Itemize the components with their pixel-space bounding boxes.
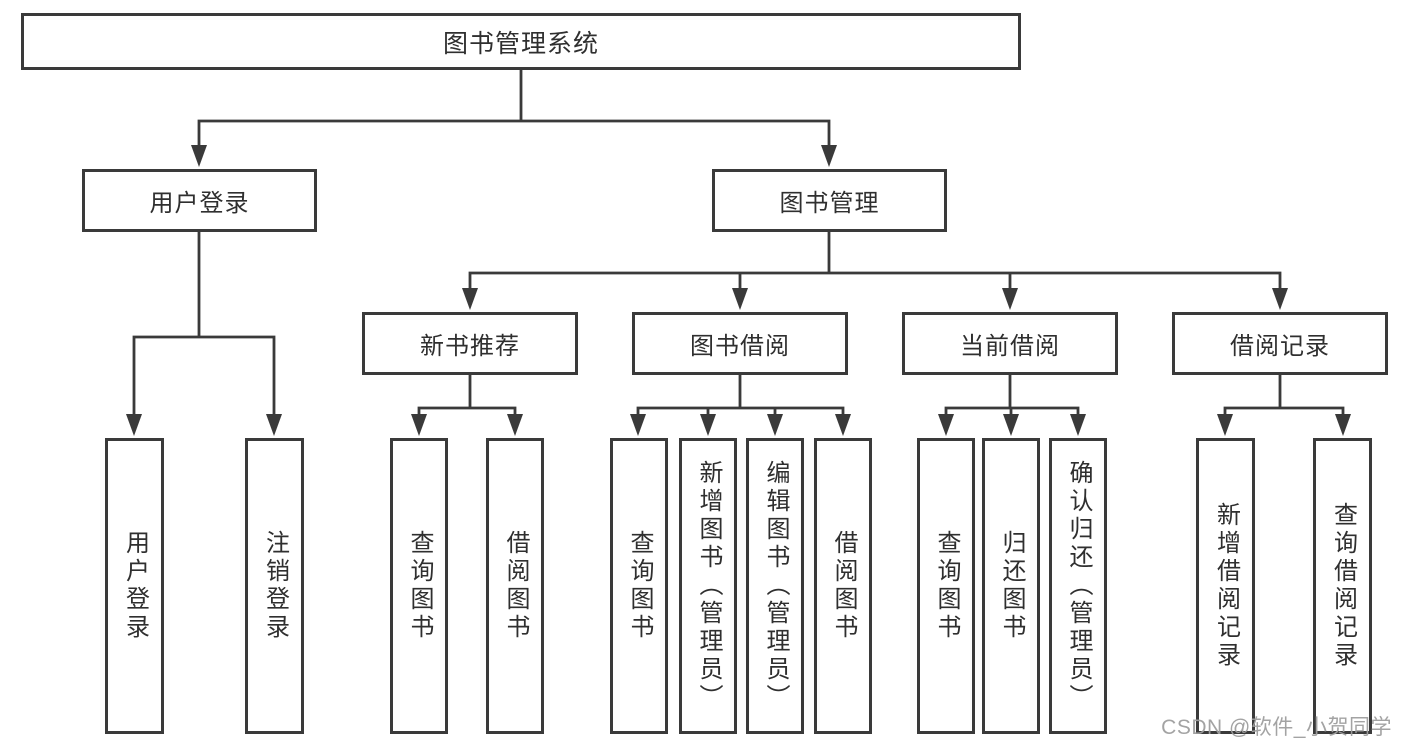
node-root-label: 图书管理系统	[442, 29, 599, 58]
arrowheads	[126, 145, 1351, 436]
node-new-book-rec: 新书推荐	[362, 312, 578, 375]
csdn-watermark: CSDN @软件_小贺同学	[1161, 716, 1392, 739]
leaf-confirm-return-label: 确认归还（管理员）	[1065, 460, 1092, 712]
node-book-borrow: 图书借阅	[632, 312, 848, 375]
leaf-edit-book-label: 编辑图书（管理员）	[762, 460, 789, 712]
node-current-borrow-label: 当前借阅	[960, 333, 1060, 360]
connector-user-login-to-leaves	[132, 230, 276, 419]
node-user-login-label: 用户登录	[149, 190, 250, 217]
leaf-add-book: 新增图书（管理员）	[679, 438, 737, 734]
leaf-borrow-book-label: 借阅图书	[830, 530, 857, 642]
node-borrow-records-label: 借阅记录	[1230, 333, 1330, 360]
connector-book-borrow-to-leaves	[636, 373, 845, 419]
leaf-query-book-borrow-label: 查询图书	[626, 530, 653, 642]
leaf-return-book-label: 归还图书	[998, 530, 1025, 642]
leaf-add-book-label: 新增图书（管理员）	[695, 460, 722, 712]
leaf-user-login-label: 用户登录	[121, 530, 149, 642]
connector-current-borrow-to-leaves	[944, 373, 1080, 419]
node-borrow-records: 借阅记录	[1172, 312, 1388, 375]
connector-root-to-level2	[197, 68, 831, 150]
leaf-confirm-return: 确认归还（管理员）	[1049, 438, 1107, 734]
leaf-borrow-book-rec-label: 借阅图书	[502, 530, 529, 642]
leaf-query-book-rec-label: 查询图书	[406, 530, 433, 642]
connector-book-mgmt-to-level3	[468, 230, 1282, 293]
leaf-query-book-current-label: 查询图书	[933, 530, 960, 642]
connector-new-book-rec-to-leaves	[417, 373, 517, 419]
leaf-query-borrow-record-label: 查询借阅记录	[1329, 502, 1357, 670]
leaf-borrow-book: 借阅图书	[814, 438, 872, 734]
leaf-query-book-borrow: 查询图书	[610, 438, 668, 734]
node-book-mgmt: 图书管理	[712, 169, 947, 232]
leaf-query-book-current: 查询图书	[917, 438, 975, 734]
leaf-query-borrow-record: 查询借阅记录	[1313, 438, 1372, 734]
node-book-borrow-label: 图书借阅	[690, 333, 790, 360]
leaf-return-book: 归还图书	[982, 438, 1040, 734]
node-user-login: 用户登录	[82, 169, 317, 232]
node-root: 图书管理系统	[21, 13, 1021, 70]
leaf-add-borrow-record: 新增借阅记录	[1196, 438, 1255, 734]
leaf-logout: 注销登录	[245, 438, 304, 734]
node-new-book-rec-label: 新书推荐	[420, 333, 520, 360]
leaf-query-book-rec: 查询图书	[390, 438, 448, 734]
leaf-user-login: 用户登录	[105, 438, 164, 734]
leaf-logout-label: 注销登录	[261, 530, 289, 642]
leaf-borrow-book-rec: 借阅图书	[486, 438, 544, 734]
connector-borrow-records-to-leaves	[1223, 373, 1345, 419]
leaf-add-borrow-record-label: 新增借阅记录	[1212, 502, 1240, 670]
node-book-mgmt-label: 图书管理	[779, 190, 880, 217]
leaf-edit-book: 编辑图书（管理员）	[746, 438, 804, 734]
node-current-borrow: 当前借阅	[902, 312, 1118, 375]
